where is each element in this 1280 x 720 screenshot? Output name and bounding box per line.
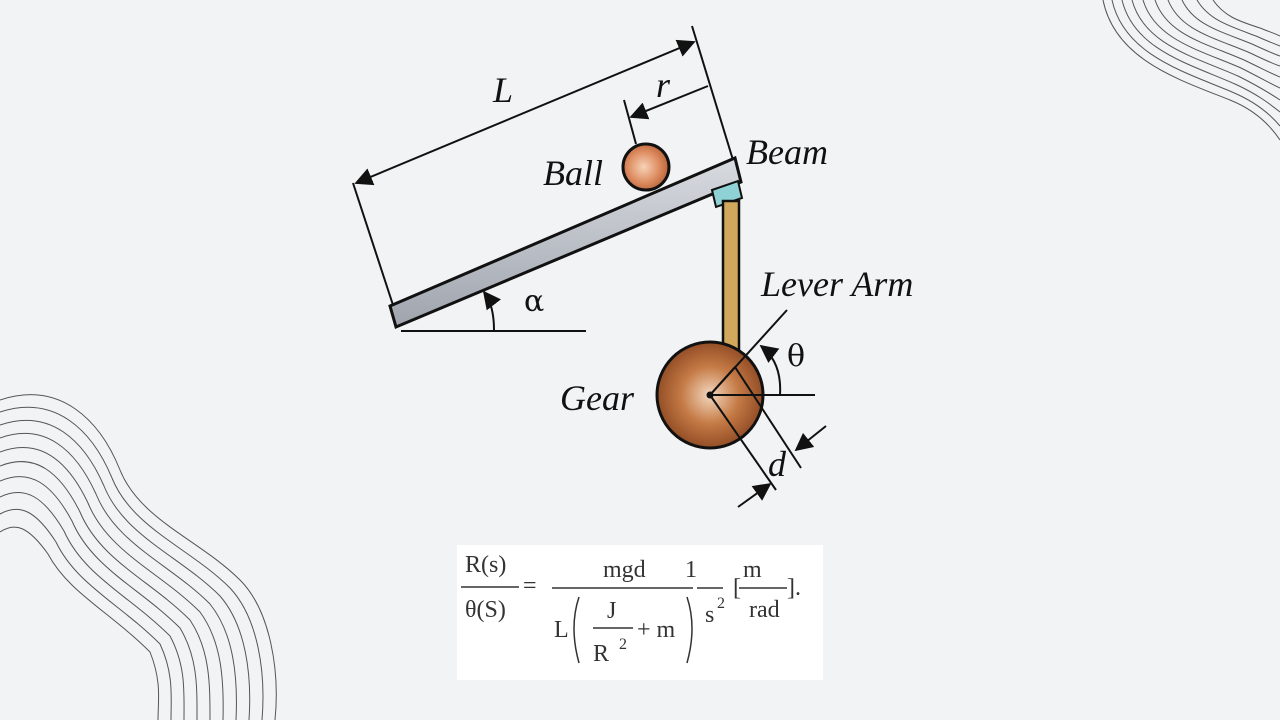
formula-unit-denominator: rad (749, 597, 780, 623)
offset-label: d (768, 444, 787, 484)
ball-position-dimension (623, 85, 709, 145)
gear-angle-label: θ (787, 339, 805, 374)
gear-angle-indicator (706, 309, 815, 491)
beam-angle-indicator (401, 290, 586, 332)
ball-position-label: r (656, 65, 671, 105)
length-label: L (492, 70, 513, 110)
formula-right-paren (686, 596, 693, 664)
offset-dimension (737, 425, 827, 508)
ball-label: Ball (543, 153, 603, 193)
formula-bracket-close: ]. (787, 575, 801, 601)
decor-lines-top-right (1102, 0, 1280, 141)
length-dimension (352, 25, 734, 306)
lever-arm (721, 199, 741, 369)
ball (621, 142, 671, 192)
formula-s-exponent: 2 (717, 595, 725, 612)
transfer-function-formula: R(s) θ(S) = mgd L J R 2 + m 1 s 2 [ m ra… (457, 545, 823, 680)
formula-plus-m: + m (637, 617, 676, 643)
formula-s: s (705, 602, 714, 628)
formula-unit-numerator: m (743, 557, 762, 583)
decor-lines-bottom-left (0, 394, 277, 720)
formula-L: L (554, 617, 569, 643)
formula-R-exponent: 2 (619, 636, 627, 653)
formula-left-paren (573, 596, 580, 664)
formula-lhs-denominator: θ(S) (465, 597, 506, 623)
formula-svg: R(s) θ(S) = mgd L J R 2 + m 1 s 2 [ m ra… (461, 552, 801, 667)
beam-angle-label: α (524, 284, 544, 319)
beam (388, 155, 743, 330)
formula-main-numerator: mgd (603, 557, 646, 583)
formula-J: J (607, 598, 616, 624)
gear-label: Gear (560, 378, 635, 418)
beam-label: Beam (746, 132, 828, 172)
formula-one: 1 (685, 557, 697, 583)
formula-equals: = (523, 573, 537, 599)
formula-bracket-open: [ (733, 575, 741, 601)
formula-R: R (593, 641, 609, 667)
formula-lhs-numerator: R(s) (465, 552, 506, 578)
lever-arm-label: Lever Arm (760, 264, 913, 304)
